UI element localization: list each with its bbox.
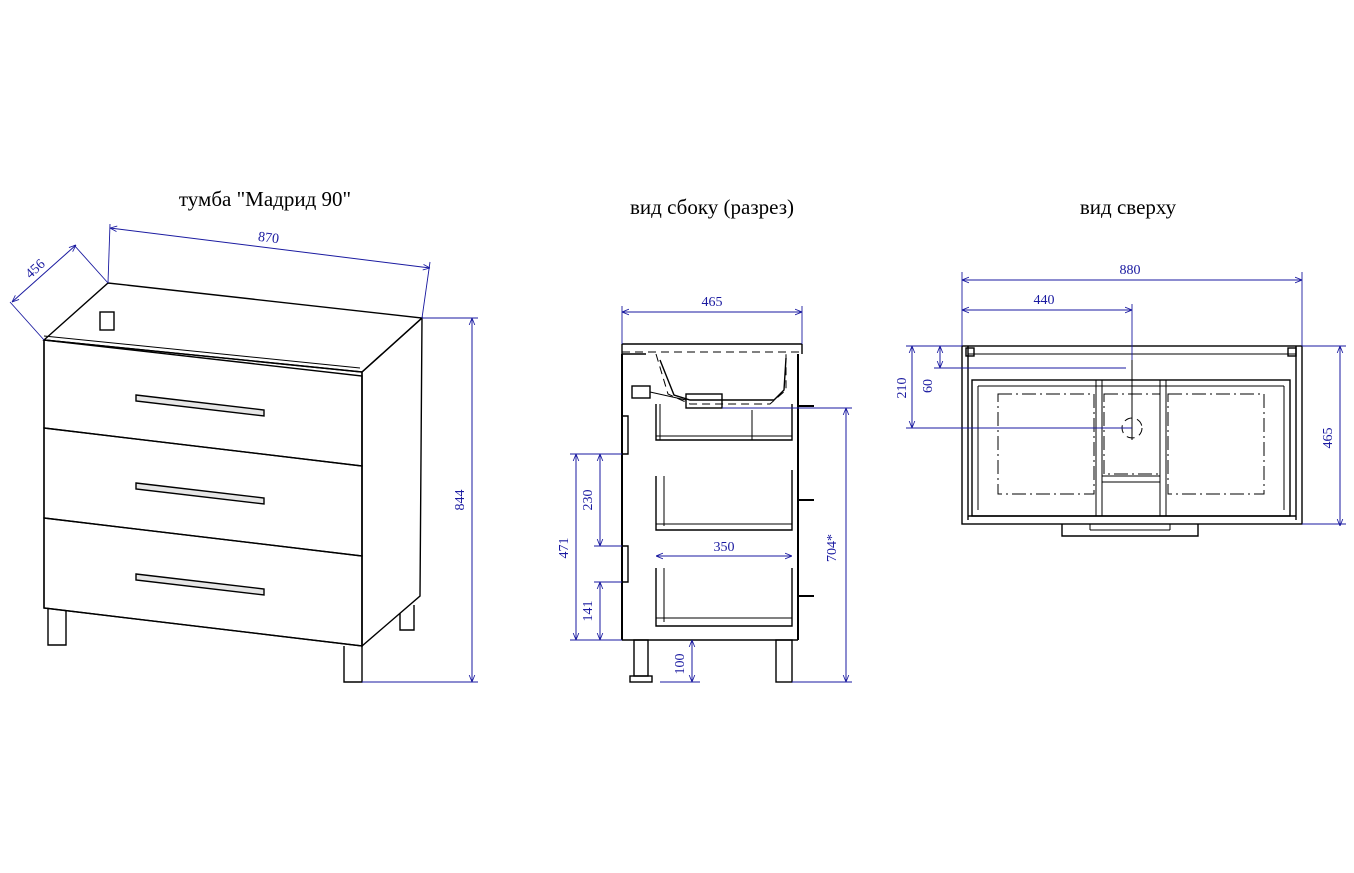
dim-line-depth bbox=[12, 245, 76, 302]
dim-front-width: 870 bbox=[257, 230, 280, 247]
dim-side-upper: 230 bbox=[581, 490, 596, 511]
siphon bbox=[685, 393, 723, 409]
dim-front-depth: 456 bbox=[23, 257, 49, 282]
sink-basin bbox=[655, 353, 787, 405]
dim-side-inner: 350 bbox=[714, 540, 735, 555]
cabinet-side-panel bbox=[361, 316, 423, 648]
leg-back-right bbox=[399, 605, 415, 631]
dim-line-width bbox=[110, 228, 430, 268]
dim-front-height: 844 bbox=[453, 490, 468, 511]
top-inner-cabinet bbox=[971, 379, 1291, 517]
side-leg-back bbox=[633, 639, 649, 677]
front-view: тумба "Мадрид 90" 870 456 bbox=[9, 187, 478, 683]
side-view-title: вид сбоку (разрез) bbox=[630, 195, 794, 219]
drawer-3-handle bbox=[135, 573, 265, 596]
drawer-2-handle bbox=[135, 482, 265, 505]
dim-top-depth: 465 bbox=[1321, 428, 1336, 449]
dim-top-offset-large: 210 bbox=[895, 378, 910, 399]
dim-side-lower: 141 bbox=[581, 601, 596, 622]
dim-side-legs: 100 bbox=[673, 654, 688, 675]
side-leg-front bbox=[775, 639, 793, 683]
drawer-box-1 bbox=[655, 404, 793, 441]
leg-front-left bbox=[47, 608, 67, 646]
dim-top-offset-small: 60 bbox=[921, 379, 936, 393]
faucet-mount bbox=[99, 311, 115, 331]
top-view-title: вид сверху bbox=[1080, 195, 1177, 219]
top-handle bbox=[1061, 524, 1199, 537]
dim-top-width: 880 bbox=[1120, 263, 1141, 278]
leg-front-right bbox=[343, 646, 363, 683]
dim-side-drain: 704* bbox=[825, 534, 840, 562]
dim-side-zone: 471 bbox=[557, 538, 572, 559]
top-view: вид сверху bbox=[895, 195, 1346, 537]
dim-top-center: 440 bbox=[1034, 293, 1055, 308]
top-drawer-left bbox=[997, 393, 1095, 495]
side-view: вид сбоку (разрез) bbox=[557, 195, 852, 683]
dim-side-depth: 465 bbox=[702, 295, 723, 310]
drawer-box-3 bbox=[655, 568, 793, 627]
top-drawer-right bbox=[1167, 393, 1265, 495]
drawer-box-2 bbox=[655, 470, 793, 531]
front-view-title: тумба "Мадрид 90" bbox=[179, 187, 351, 211]
drawer-1-handle bbox=[135, 394, 265, 417]
tap-valve bbox=[631, 385, 651, 399]
